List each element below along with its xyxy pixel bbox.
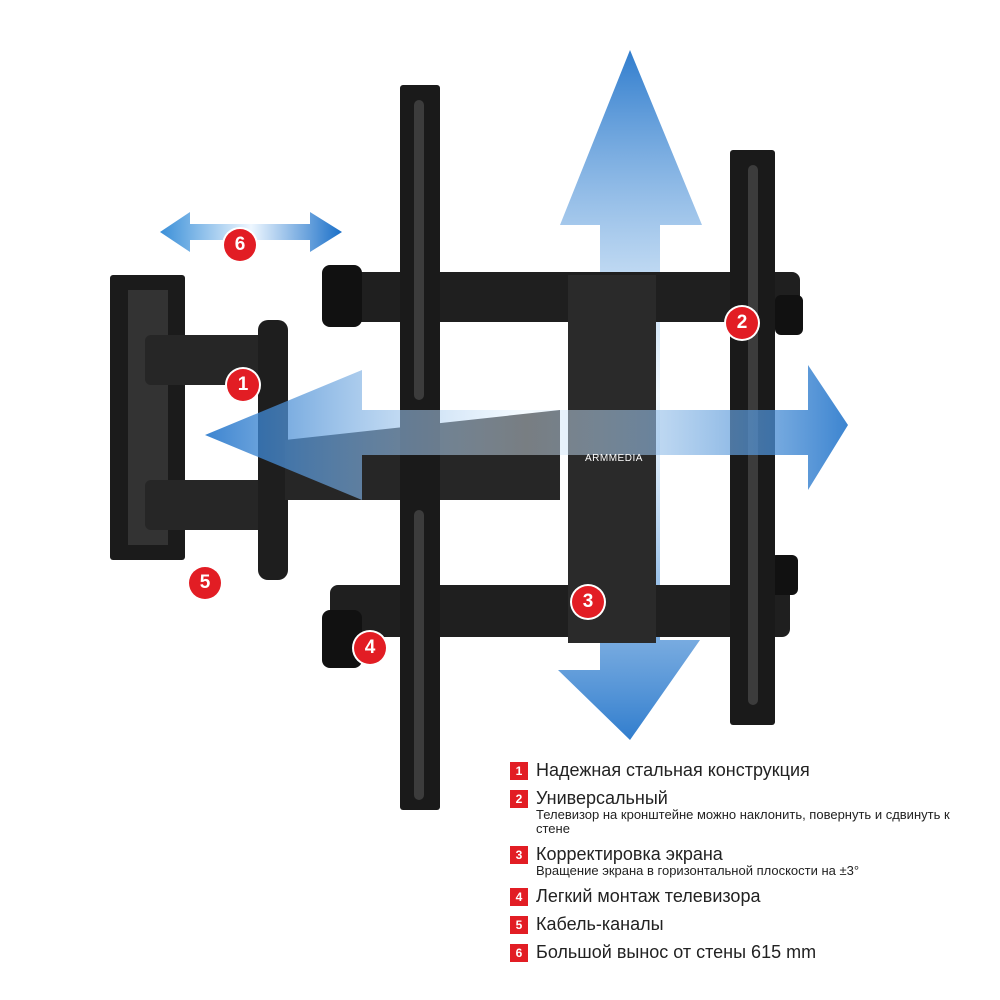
feature-legend: 1 Надежная стальная конструкция 2 Универ… <box>510 760 950 970</box>
legend-item: 3 Корректировка экрана Вращение экрана в… <box>510 844 950 878</box>
legend-item: 5 Кабель-каналы <box>510 914 950 934</box>
legend-number: 1 <box>510 762 528 780</box>
legend-subtitle: Вращение экрана в горизонтальной плоскос… <box>536 863 860 878</box>
legend-number: 6 <box>510 944 528 962</box>
legend-title: Универсальный <box>536 788 668 808</box>
horizontal-bars <box>322 265 803 668</box>
legend-title: Кабель-каналы <box>536 914 664 934</box>
legend-item: 6 Большой вынос от стены 615 mm <box>510 942 950 962</box>
legend-title: Корректировка экрана <box>536 844 723 864</box>
legend-number: 2 <box>510 790 528 808</box>
callout-badge-4: 4 <box>354 632 386 664</box>
legend-item: 2 Универсальный Телевизор на кронштейне … <box>510 788 950 836</box>
extension-arrow <box>160 212 342 252</box>
swivel-arrow <box>205 365 848 500</box>
legend-number: 4 <box>510 888 528 906</box>
callout-badge-6: 6 <box>224 229 256 261</box>
legend-item: 1 Надежная стальная конструкция <box>510 760 950 780</box>
callout-badge-5: 5 <box>189 567 221 599</box>
legend-subtitle: Телевизор на кронштейне можно наклонить,… <box>536 807 950 836</box>
legend-title: Надежная стальная конструкция <box>536 760 810 780</box>
brand-logo: ARMMEDIA <box>585 453 643 464</box>
legend-title: Легкий монтаж телевизора <box>536 886 761 906</box>
legend-number: 5 <box>510 916 528 934</box>
callout-badge-1: 1 <box>227 369 259 401</box>
center-plate <box>568 275 656 643</box>
legend-item: 4 Легкий монтаж телевизора <box>510 886 950 906</box>
callout-badge-3: 3 <box>572 586 604 618</box>
legend-title: Большой вынос от стены 615 mm <box>536 942 817 962</box>
callout-badge-2: 2 <box>726 307 758 339</box>
legend-number: 3 <box>510 846 528 864</box>
